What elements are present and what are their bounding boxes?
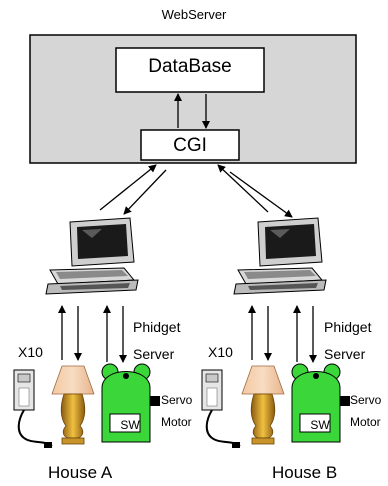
- database-box: [115, 47, 265, 93]
- servo-motor-icon: [291, 363, 350, 443]
- lamp-icon: [51, 365, 95, 445]
- motor-label-b: Motor: [350, 415, 381, 429]
- database-label: DataBase: [148, 56, 232, 77]
- arrow-cgi-to-pc-a: [123, 169, 167, 215]
- servo-motor-icon: [101, 363, 160, 443]
- server-label-b: Server: [324, 346, 366, 362]
- x10-label-b: X10: [208, 344, 233, 360]
- x10-label-a: X10: [18, 344, 43, 360]
- cgi-box: [140, 129, 240, 161]
- house-b-label: House B: [272, 463, 338, 482]
- computer-icon: [45, 217, 139, 295]
- switch-label-b: SW: [310, 418, 330, 432]
- computer-icon: [233, 217, 327, 295]
- motor-label-a: Motor: [161, 415, 192, 429]
- phidget-label-b: Phidget: [324, 319, 372, 335]
- arrow-pc-a-to-cgi: [99, 164, 157, 211]
- switch-label-a: SW: [120, 418, 140, 432]
- webserver-label: WebServer: [161, 7, 227, 22]
- servo-label-b: Servo: [350, 393, 382, 407]
- cgi-label: CGI: [173, 135, 207, 156]
- x10-module-icon: [201, 369, 241, 448]
- x10-module-icon: [13, 369, 53, 448]
- server-label-a: Server: [133, 346, 175, 362]
- house-a-label: House A: [48, 463, 113, 482]
- arrow-cgi-to-pc-b: [229, 171, 293, 218]
- arrow-pc-b-to-cgi: [217, 164, 269, 213]
- lamp-icon: [241, 365, 285, 445]
- phidget-label-a: Phidget: [133, 319, 181, 335]
- servo-label-a: Servo: [161, 393, 193, 407]
